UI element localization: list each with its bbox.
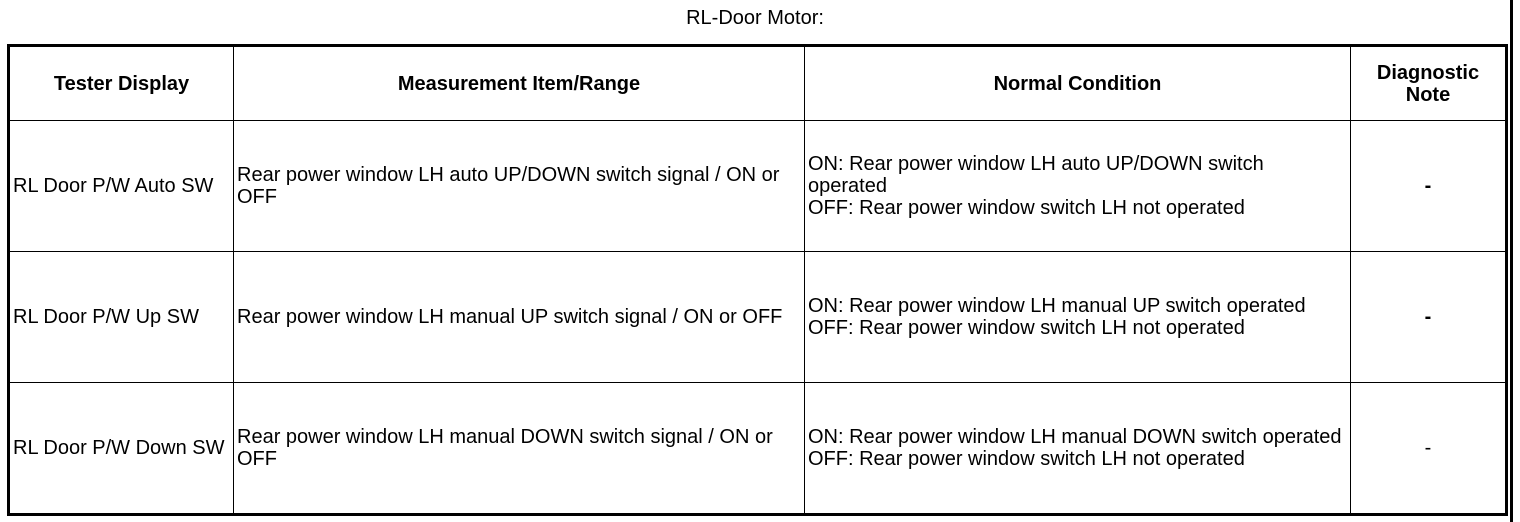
table-row: RL Door P/W Auto SW Rear power window LH… <box>8 120 1507 252</box>
tester-display-cell: RL Door P/W Auto SW <box>8 120 234 252</box>
header-tester-display: Tester Display <box>8 45 234 121</box>
tester-display-cell: RL Door P/W Down SW <box>8 382 234 515</box>
normal-on-text: ON: Rear power window LH manual UP switc… <box>808 295 1306 317</box>
normal-condition-cell: ON: Rear power window LH manual DOWN swi… <box>804 382 1351 515</box>
header-normal-condition: Normal Condition <box>804 45 1351 121</box>
header-diagnostic-note: Diagnostic Note <box>1350 45 1507 121</box>
normal-condition-cell: ON: Rear power window LH auto UP/DOWN sw… <box>804 120 1351 252</box>
diagnostic-note-cell: - <box>1350 120 1507 252</box>
normal-off-text: OFF: Rear power window switch LH not ope… <box>808 317 1245 339</box>
measurement-cell: Rear power window LH manual UP switch si… <box>233 251 805 383</box>
diagnostic-note-cell: - <box>1350 251 1507 383</box>
normal-off-text: OFF: Rear power window switch LH not ope… <box>808 197 1245 219</box>
normal-condition-cell: ON: Rear power window LH manual UP switc… <box>804 251 1351 383</box>
data-table: Tester Display Measurement Item/Range No… <box>7 44 1508 516</box>
header-measurement: Measurement Item/Range <box>233 45 805 121</box>
header-diagnostic-note-line1: Diagnostic <box>1376 61 1480 84</box>
normal-on-text: ON: Rear power window LH auto UP/DOWN sw… <box>808 153 1264 197</box>
page-edge-rule <box>1510 0 1513 522</box>
table-row: RL Door P/W Down SW Rear power window LH… <box>8 382 1507 515</box>
normal-off-text: OFF: Rear power window switch LH not ope… <box>808 448 1245 470</box>
tester-display-cell: RL Door P/W Up SW <box>8 251 234 383</box>
normal-on-text: ON: Rear power window LH manual DOWN swi… <box>808 426 1342 448</box>
measurement-cell: Rear power window LH auto UP/DOWN switch… <box>233 120 805 252</box>
table-row: RL Door P/W Up SW Rear power window LH m… <box>8 251 1507 383</box>
page-title: RL-Door Motor: <box>686 7 824 29</box>
header-diagnostic-note-line2: Note <box>1405 83 1451 106</box>
measurement-cell: Rear power window LH manual DOWN switch … <box>233 382 805 515</box>
header-row: Tester Display Measurement Item/Range No… <box>8 45 1507 121</box>
diagnostic-note-cell: - <box>1350 382 1507 515</box>
